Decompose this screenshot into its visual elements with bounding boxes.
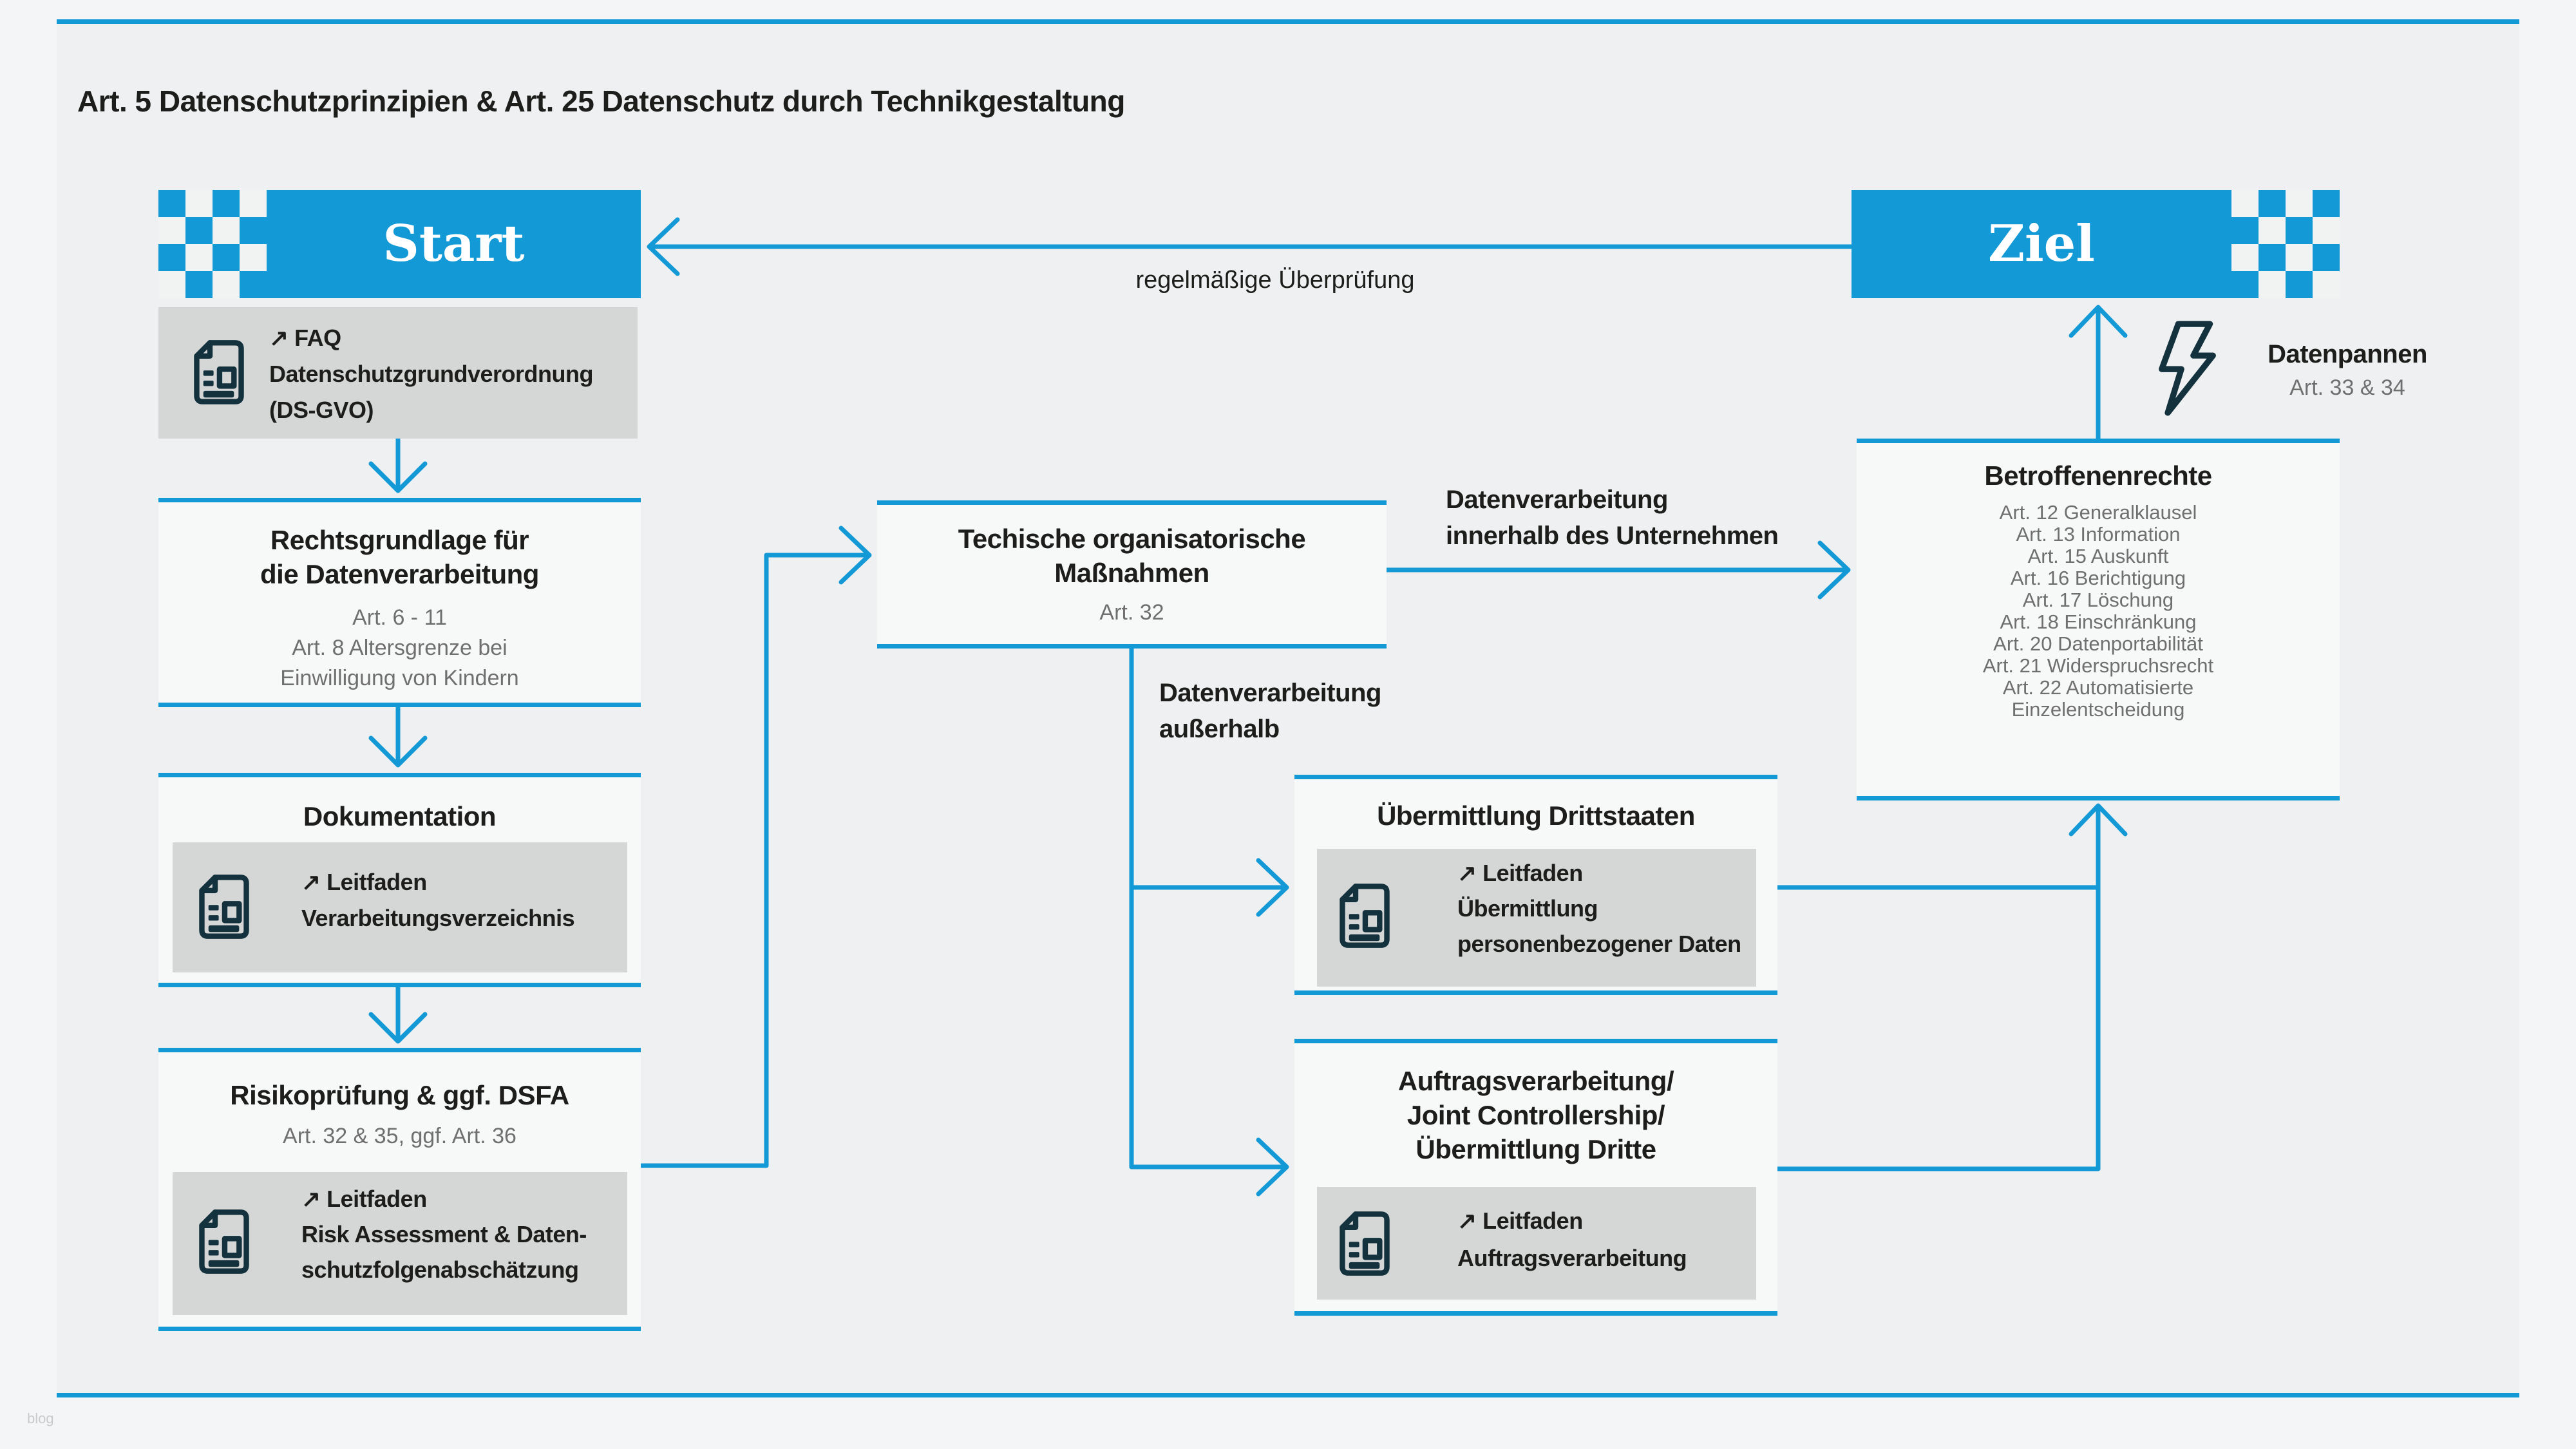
drittstaaten-title: Übermittlung Drittstaaten xyxy=(1377,800,1695,831)
dokumentation-leitfaden-box[interactable]: ↗ Leitfaden Verarbeitungsverzeichnis xyxy=(173,842,627,972)
start-node: Start xyxy=(158,190,641,298)
risiko-link-text[interactable]: ↗ Leitfaden Risk Assessment & Daten- sch… xyxy=(301,1181,587,1287)
datenpannen-articles: Art. 33 & 34 xyxy=(2289,375,2405,400)
leitfaden-doc-line2: personenbezogener Daten xyxy=(1457,931,1741,957)
auftrag-title: Auftragsverarbeitung/ Joint Controllersh… xyxy=(1397,1066,1674,1164)
document-icon xyxy=(194,340,244,404)
list-item: Art. 20 Datenportabilität xyxy=(1993,632,2203,655)
leitfaden-link-label[interactable]: ↗ Leitfaden xyxy=(301,1186,427,1212)
leitfaden-doc-line1: Risk Assessment & Daten- xyxy=(301,1221,587,1247)
list-item: Art. 18 Einschränkung xyxy=(2000,611,2197,633)
tom-title: Techische organisatorische Maßnahmen xyxy=(958,524,1306,588)
document-icon xyxy=(199,1209,249,1274)
leitfaden-doc-line2: schutzfolgenabschätzung xyxy=(301,1256,579,1283)
drittstaaten-link-text[interactable]: ↗ Leitfaden Übermittlung personenbezogen… xyxy=(1457,855,1741,961)
betroffenenrechte-box: Betroffenenrechte Art. 12 Generalklausel… xyxy=(1857,439,2340,800)
innerhalb-label: Datenverarbeitung innerhalb des Unterneh… xyxy=(1446,486,1779,550)
tom-article: Art. 32 xyxy=(1099,600,1164,625)
faq-doc-line2: (DS-GVO) xyxy=(269,397,374,423)
rechtsgrundlage-articles: Art. 6 - 11 Art. 8 Altersgrenze bei Einw… xyxy=(280,605,519,690)
faq-doc-line1: Datenschutzgrundverordnung xyxy=(269,361,594,387)
betroffenenrechte-title: Betroffenenrechte xyxy=(1984,460,2212,491)
dokumentation-title: Dokumentation xyxy=(303,801,497,831)
watermark-text: blog xyxy=(27,1410,54,1426)
tom-box: Techische organisatorische Maßnahmen Art… xyxy=(877,500,1387,649)
list-item: Art. 13 Information xyxy=(2016,523,2181,545)
leitfaden-link-label[interactable]: ↗ Leitfaden xyxy=(1457,860,1583,886)
dokumentation-box: Dokumentation ↗ Leitfaden Verarbeitungsv… xyxy=(158,773,641,987)
auftrag-link-text[interactable]: ↗ Leitfaden Auftragsverarbeitung xyxy=(1457,1202,1687,1277)
risiko-leitfaden-box[interactable]: ↗ Leitfaden Risk Assessment & Daten- sch… xyxy=(173,1172,627,1315)
faq-link-text[interactable]: ↗ FAQ Datenschutzgrundverordnung (DS-GVO… xyxy=(269,320,594,428)
list-item: Art. 12 Generalklausel xyxy=(1999,501,2197,524)
list-item: Einzelentscheidung xyxy=(2011,698,2185,721)
betroffenenrechte-list: Art. 12 Generalklausel Art. 13 Informati… xyxy=(1857,502,2340,721)
rechtsgrundlage-title: Rechtsgrundlage für die Datenverarbeitun… xyxy=(260,525,539,589)
document-icon xyxy=(1340,1211,1390,1276)
faq-link-label[interactable]: ↗ FAQ xyxy=(269,325,341,351)
leitfaden-doc-line: Auftragsverarbeitung xyxy=(1457,1245,1687,1271)
lightning-icon xyxy=(2159,321,2216,416)
list-item: Art. 17 Löschung xyxy=(2022,589,2174,611)
start-label: Start xyxy=(383,214,525,273)
auftrag-leitfaden-box[interactable]: ↗ Leitfaden Auftragsverarbeitung xyxy=(1317,1187,1756,1300)
faq-link-box[interactable]: ↗ FAQ Datenschutzgrundverordnung (DS-GVO… xyxy=(158,307,638,439)
drittstaaten-box: Übermittlung Drittstaaten ↗ Leitfaden Üb… xyxy=(1294,775,1777,995)
datenpannen-title: Datenpannen xyxy=(2268,340,2427,368)
leitfaden-doc-line1: Übermittlung xyxy=(1457,895,1598,922)
risikopruefung-box: Risikoprüfung & ggf. DSFA Art. 32 & 35, … xyxy=(158,1048,641,1331)
bavarian-checker-icon xyxy=(158,190,267,298)
list-item: Art. 15 Auskunft xyxy=(2027,545,2169,567)
leitfaden-link-label[interactable]: ↗ Leitfaden xyxy=(1457,1208,1583,1234)
bavarian-checker-icon xyxy=(2231,190,2340,298)
list-item: Art. 21 Widerspruchsrecht xyxy=(1982,654,2214,677)
ueberpruefung-label: regelmäßige Überprüfung xyxy=(1135,267,1415,294)
auftragsverarbeitung-box: Auftragsverarbeitung/ Joint Controllersh… xyxy=(1294,1039,1777,1316)
leitfaden-link-label[interactable]: ↗ Leitfaden xyxy=(301,869,427,895)
ziel-node: Ziel xyxy=(1852,190,2340,298)
datenpannen-label: Datenpannen Art. 33 & 34 xyxy=(2241,340,2454,401)
list-item: Art. 22 Automatisierte xyxy=(2002,676,2194,699)
document-icon xyxy=(199,875,249,939)
dokumentation-link-text[interactable]: ↗ Leitfaden Verarbeitungsverzeichnis xyxy=(301,864,575,936)
document-icon xyxy=(1340,884,1390,948)
risikopruefung-title: Risikoprüfung & ggf. DSFA xyxy=(230,1080,569,1110)
ziel-label: Ziel xyxy=(1988,214,2095,273)
rechtsgrundlage-box: Rechtsgrundlage für die Datenverarbeitun… xyxy=(158,498,641,707)
risikopruefung-articles: Art. 32 & 35, ggf. Art. 36 xyxy=(283,1124,516,1148)
leitfaden-doc-line: Verarbeitungsverzeichnis xyxy=(301,905,575,931)
page-title: Art. 5 Datenschutzprinzipien & Art. 25 D… xyxy=(77,84,1125,118)
ausserhalb-label: Datenverarbeitung außerhalb xyxy=(1159,679,1381,743)
list-item: Art. 16 Berichtigung xyxy=(2010,567,2186,589)
drittstaaten-leitfaden-box[interactable]: ↗ Leitfaden Übermittlung personenbezogen… xyxy=(1317,849,1756,987)
